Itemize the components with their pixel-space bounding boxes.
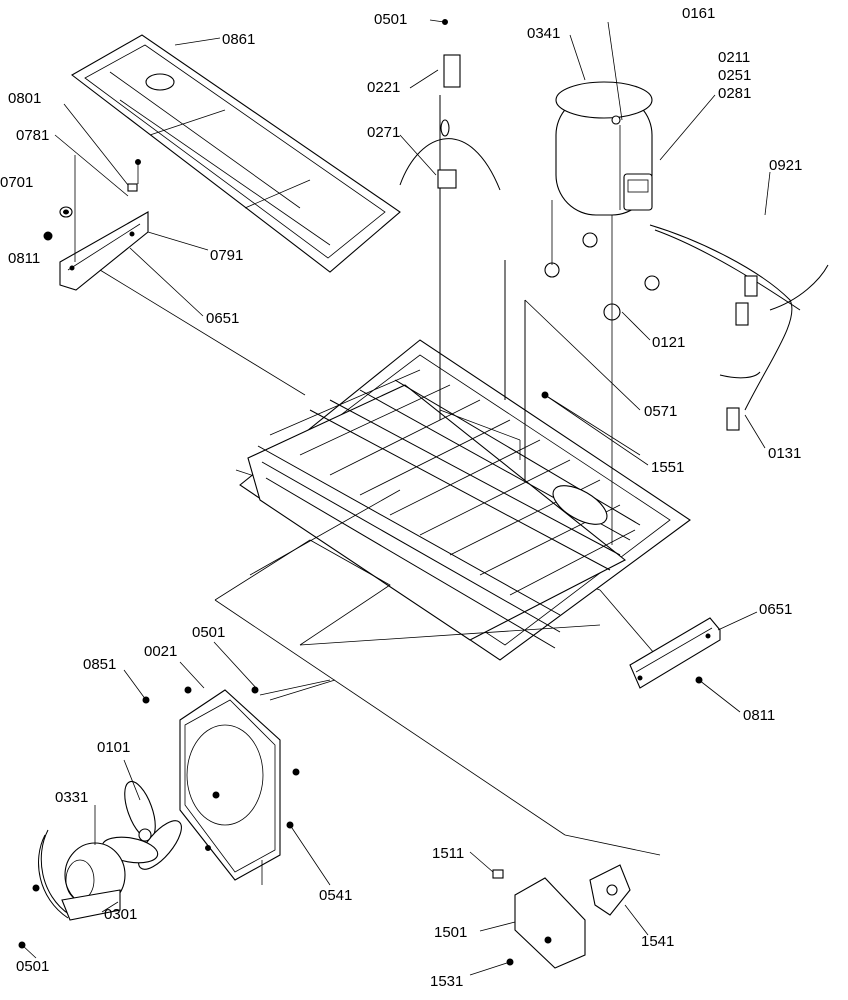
- label-0801: 0801: [8, 90, 41, 107]
- label-0301: 0301: [104, 906, 137, 923]
- label-1551: 1551: [651, 459, 684, 476]
- bracket-0651-left: [59, 211, 149, 291]
- leader-lines: [21, 19, 771, 976]
- label-1531: 1531: [430, 973, 463, 990]
- wiring-harness-0131: [649, 224, 829, 431]
- label-0341: 0341: [527, 25, 560, 42]
- label-0921: 0921: [769, 157, 802, 174]
- label-0281: 0281: [718, 85, 751, 102]
- label-1501: 1501: [434, 924, 467, 941]
- label-0701: 0701: [0, 174, 33, 191]
- clip-0781: [127, 159, 141, 192]
- label-0501-mid: 0501: [192, 624, 225, 641]
- screw-1511: [492, 869, 504, 879]
- condenser-base-assembly: [239, 339, 691, 661]
- label-0211: 0211: [718, 49, 750, 66]
- label-0541: 0541: [319, 887, 352, 904]
- label-0021: 0021: [144, 643, 177, 660]
- label-0161: 0161: [682, 5, 715, 22]
- label-0811-left: 0811: [8, 250, 40, 267]
- connector-0221: [442, 19, 461, 88]
- label-0501-top: 0501: [374, 11, 407, 28]
- relay-0211: [623, 173, 653, 211]
- thermostat-0271: [437, 119, 457, 189]
- label-0651-left: 0651: [206, 310, 239, 327]
- screw-0811-left: [43, 231, 53, 241]
- label-1511: 1511: [432, 845, 464, 862]
- label-1541: 1541: [641, 933, 674, 950]
- fan-shroud-0021: [179, 686, 281, 881]
- label-0791: 0791: [210, 247, 243, 264]
- fan-motor-0331: [38, 829, 126, 919]
- grommets-compressor: [544, 232, 660, 321]
- label-0331: 0331: [55, 789, 88, 806]
- label-0271: 0271: [367, 124, 400, 141]
- label-0101: 0101: [97, 739, 130, 756]
- bracket-0651-right: [629, 617, 721, 689]
- clip-0701: [59, 206, 73, 218]
- label-0851: 0851: [83, 656, 116, 673]
- part-labels: 0501 0161 0341 0211 0251 0281 0861 0801 …: [0, 5, 802, 990]
- label-0861: 0861: [222, 31, 255, 48]
- motor-bracket-0301: [61, 889, 121, 921]
- label-0571: 0571: [644, 403, 677, 420]
- label-0221: 0221: [367, 79, 400, 96]
- label-0811-right: 0811: [743, 707, 775, 724]
- label-0121: 0121: [652, 334, 685, 351]
- clamp-1541: [589, 864, 631, 916]
- label-0651-right: 0651: [759, 601, 792, 618]
- drain-tray-0861: [71, 34, 401, 273]
- label-0501-bottom: 0501: [16, 958, 49, 975]
- label-0251: 0251: [718, 67, 751, 84]
- bracket-1501: [514, 877, 586, 969]
- label-0131: 0131: [768, 445, 801, 462]
- label-0781: 0781: [16, 127, 49, 144]
